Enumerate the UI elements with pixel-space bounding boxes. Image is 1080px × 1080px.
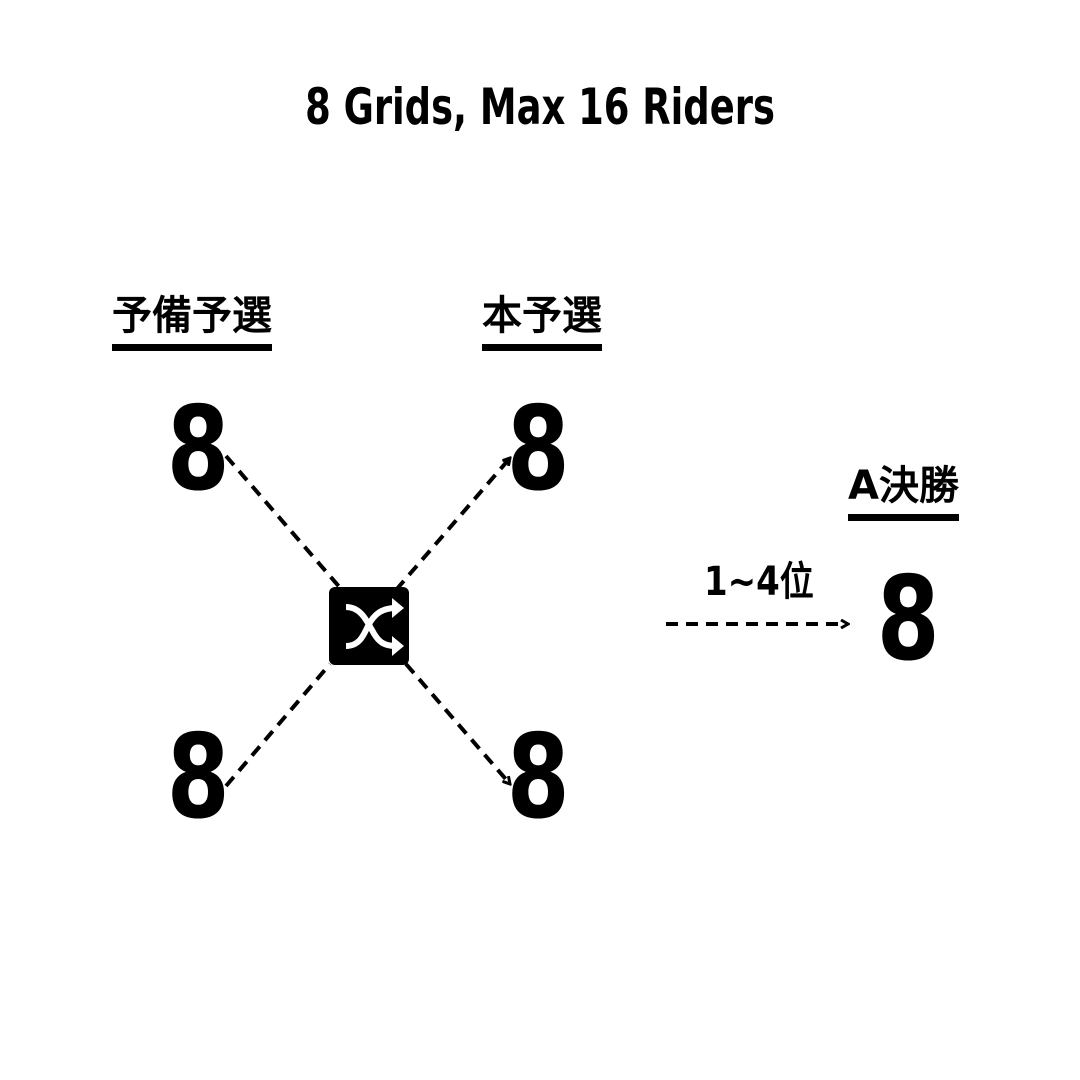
main-bottom-count: 8 <box>506 710 570 845</box>
connector-main-bottom <box>404 662 510 784</box>
shuffle-icon <box>329 587 409 665</box>
prelim-bottom-count: 8 <box>166 710 230 845</box>
main-top-count: 8 <box>506 382 570 517</box>
connector-main-top <box>394 458 510 592</box>
connector-prelim-top <box>224 454 344 592</box>
stage-label-prelim: 予備予選 <box>112 292 272 351</box>
final-count: 8 <box>876 552 940 687</box>
advance-rank-label: 1~4位 <box>704 559 814 605</box>
prelim-top-count: 8 <box>166 382 230 517</box>
stage-label-main: 本予選 <box>482 292 602 351</box>
connector-prelim-bottom <box>224 662 332 788</box>
diagram-title: 8 Grids, Max 16 Riders <box>305 78 775 136</box>
stage-label-final: A決勝 <box>848 462 959 521</box>
